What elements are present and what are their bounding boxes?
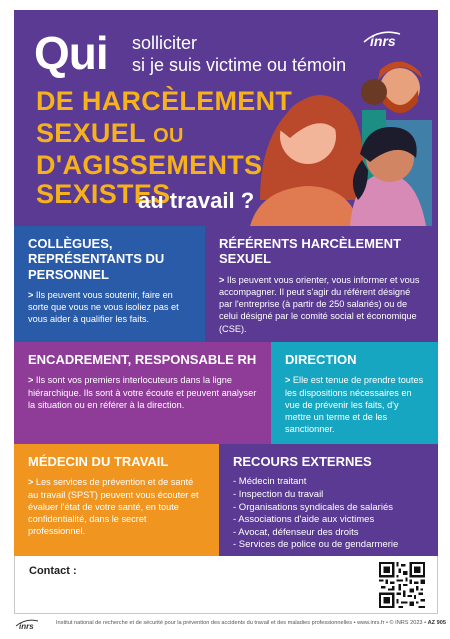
section-recours: RECOURS EXTERNES - Médecin traitant - In… [219,444,438,556]
section-referents-title: RÉFÉRENTS HARCÈLEMENT SEXUEL [219,236,402,267]
section-collegues-text: > Ils peuvent vous soutenir, faire en so… [28,289,191,326]
footer-inrs-logo: inrs [15,619,39,630]
footer-text: Institut national de recherche et de séc… [56,620,446,627]
hero-orange-3: D'AGISSEMENTS [36,150,263,180]
inrs-logo-text: inrs [370,33,396,49]
side-decoration [441,330,449,530]
hero-orange-2: SEXUEL OU [36,120,184,147]
hero-orange-1: DE HARCÈLEMENT [36,86,293,116]
hero-au-travail: au travail ? [138,188,255,213]
list-item: - Associations d'aide aux victimes [233,514,375,526]
list-item: - Avocat, défenseur des droits [233,526,359,538]
arrow-icon: > [28,375,36,386]
list-item: - Services de police ou de gendarmerie [233,539,399,551]
section-referents-body: Ils peuvent vous orienter, vous informer… [219,274,420,334]
section-encadrement-text: > Ils sont vos premiers interlocuteurs d… [28,374,257,411]
section-medecin-title: MÉDECIN DU TRAVAIL [28,454,169,469]
section-encadrement-body: Ils sont vos premiers interlocuteurs dan… [28,375,257,410]
section-collegues-body: Ils peuvent vous soutenir, faire en sort… [28,289,179,325]
footer-credit: Institut national de recherche et de séc… [56,620,428,626]
poster: Qui solliciter si je suis victime ou tém… [14,10,438,614]
hero-banner: Qui solliciter si je suis victime ou tém… [14,10,438,226]
section-referents: RÉFÉRENTS HARCÈLEMENT SEXUEL > Ils peuve… [205,226,438,342]
section-medecin-body: Les services de prévention et de santé a… [28,477,199,537]
contact-label: Contact : [29,565,77,577]
arrow-icon: > [28,477,36,488]
qr-code-icon[interactable] [379,562,425,608]
arrow-icon: > [28,289,36,300]
section-medecin: MÉDECIN DU TRAVAIL > Les services de pré… [14,444,219,556]
section-direction-title: DIRECTION [285,352,357,367]
section-encadrement: ENCADREMENT, RESPONSABLE RH > Ils sont v… [14,342,271,444]
inrs-logo: inrs [363,31,401,49]
hero-qui: Qui [34,27,109,79]
section-collegues: COLLÈGUES, REPRÉSENTANTS DU PERSONNEL > … [14,226,205,342]
hero-line-1: solliciter [132,33,198,53]
footer-logo-text: inrs [19,622,34,630]
section-referents-text: > Ils peuvent vous orienter, vous inform… [219,274,424,335]
footer: inrs Institut national de recherche et d… [14,618,446,632]
contact-area: Contact : [14,556,438,614]
section-encadrement-title: ENCADREMENT, RESPONSABLE RH [28,352,257,367]
section-collegues-title: COLLÈGUES, REPRÉSENTANTS DU PERSONNEL [28,236,165,282]
section-recours-title: RECOURS EXTERNES [233,454,372,469]
section-direction-body: Elle est tenue de prendre toutes les dis… [285,375,424,435]
list-item: - Inspection du travail [233,488,324,500]
section-recours-list: - Médecin traitant - Inspection du trava… [233,476,424,552]
people-illustration [250,61,432,226]
hero-orange-2b: OU [153,125,184,147]
hero-orange-4: SEXISTES [36,179,171,209]
list-item: - Organisations syndicales de salariés [233,501,393,513]
hero-orange-2a: SEXUEL [36,118,154,148]
section-medecin-text: > Les services de prévention et de santé… [28,476,205,537]
section-direction-text: > Elle est tenue de prendre toutes les d… [285,374,424,435]
section-direction: DIRECTION > Elle est tenue de prendre to… [271,342,438,444]
list-item: - Médecin traitant [233,476,307,488]
footer-ref: AZ 905 [427,620,446,626]
hero-line-2: si je suis victime ou témoin [132,55,347,75]
arrow-icon: > [219,274,227,285]
arrow-icon: > [285,375,293,386]
